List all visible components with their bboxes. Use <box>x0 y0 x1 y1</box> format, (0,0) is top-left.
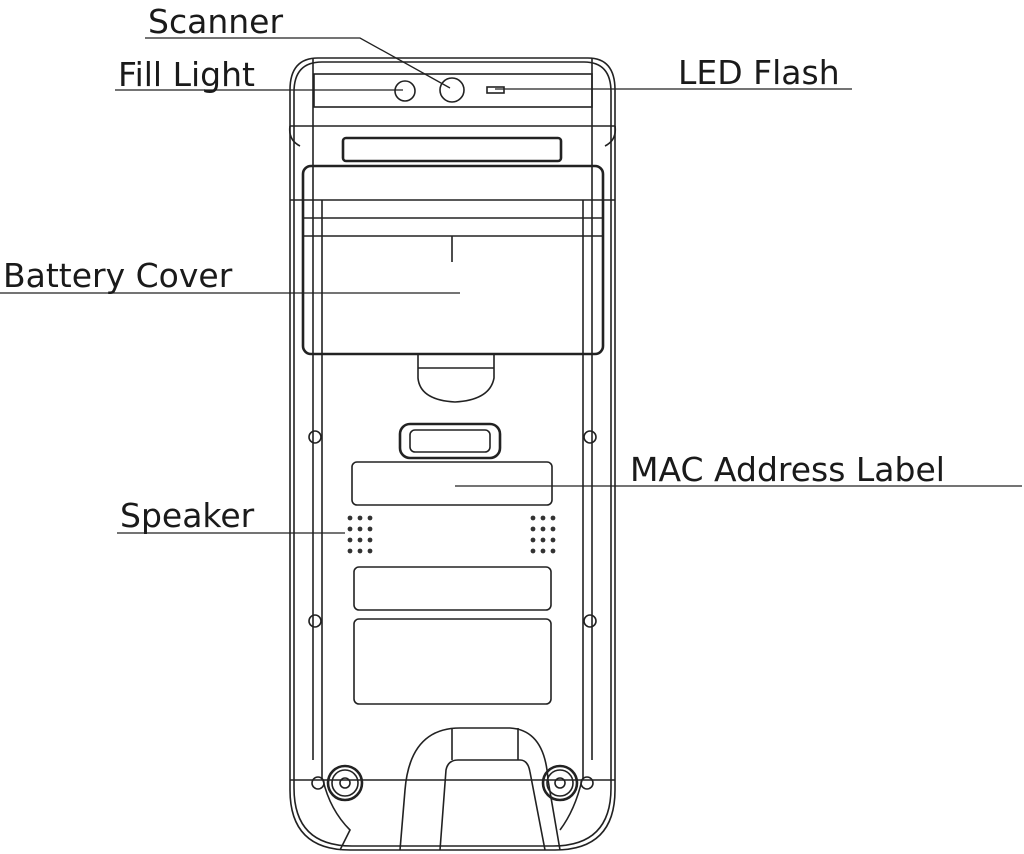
speaker-hole <box>540 548 546 554</box>
speaker-hole <box>347 537 353 543</box>
speaker-hole <box>347 526 353 532</box>
speaker-hole <box>367 548 373 554</box>
label-scanner: Scanner <box>148 2 283 41</box>
scanner-leader-line <box>145 37 451 89</box>
speaker-hole <box>347 548 353 554</box>
device-body <box>288 57 617 851</box>
speaker-hole <box>530 515 536 521</box>
speaker-hole <box>550 526 556 532</box>
speaker-hole <box>357 537 363 543</box>
speaker-hole <box>540 526 546 532</box>
speaker-hole <box>357 548 363 554</box>
speaker-hole <box>540 515 546 521</box>
speaker-hole <box>357 515 363 521</box>
led-flash-icon <box>486 86 505 94</box>
screws <box>308 430 597 790</box>
battery-cover <box>301 164 605 356</box>
speaker-hole <box>530 548 536 554</box>
speaker-hole <box>530 526 536 532</box>
label-battery-cover: Battery Cover <box>3 256 233 295</box>
speaker-hole <box>367 537 373 543</box>
label-led-flash: LED Flash <box>678 53 840 92</box>
speaker-hole <box>530 537 536 543</box>
speaker-hole <box>347 515 353 521</box>
speaker-hole <box>550 515 556 521</box>
mac-address-label-area <box>351 461 553 506</box>
speaker-grill-right <box>530 515 556 554</box>
label-speaker: Speaker <box>120 496 255 535</box>
speaker-hole <box>367 526 373 532</box>
label-fill-light: Fill Light <box>118 55 255 94</box>
speaker-hole <box>357 526 363 532</box>
fill-light-icon <box>394 80 416 102</box>
speaker-hole <box>540 537 546 543</box>
speaker-grill-left <box>347 515 373 554</box>
label-mac-address: MAC Address Label <box>630 450 945 489</box>
speaker-hole <box>550 537 556 543</box>
speaker-hole <box>550 548 556 554</box>
scanner-icon <box>439 77 465 103</box>
speaker-hole <box>367 515 373 521</box>
